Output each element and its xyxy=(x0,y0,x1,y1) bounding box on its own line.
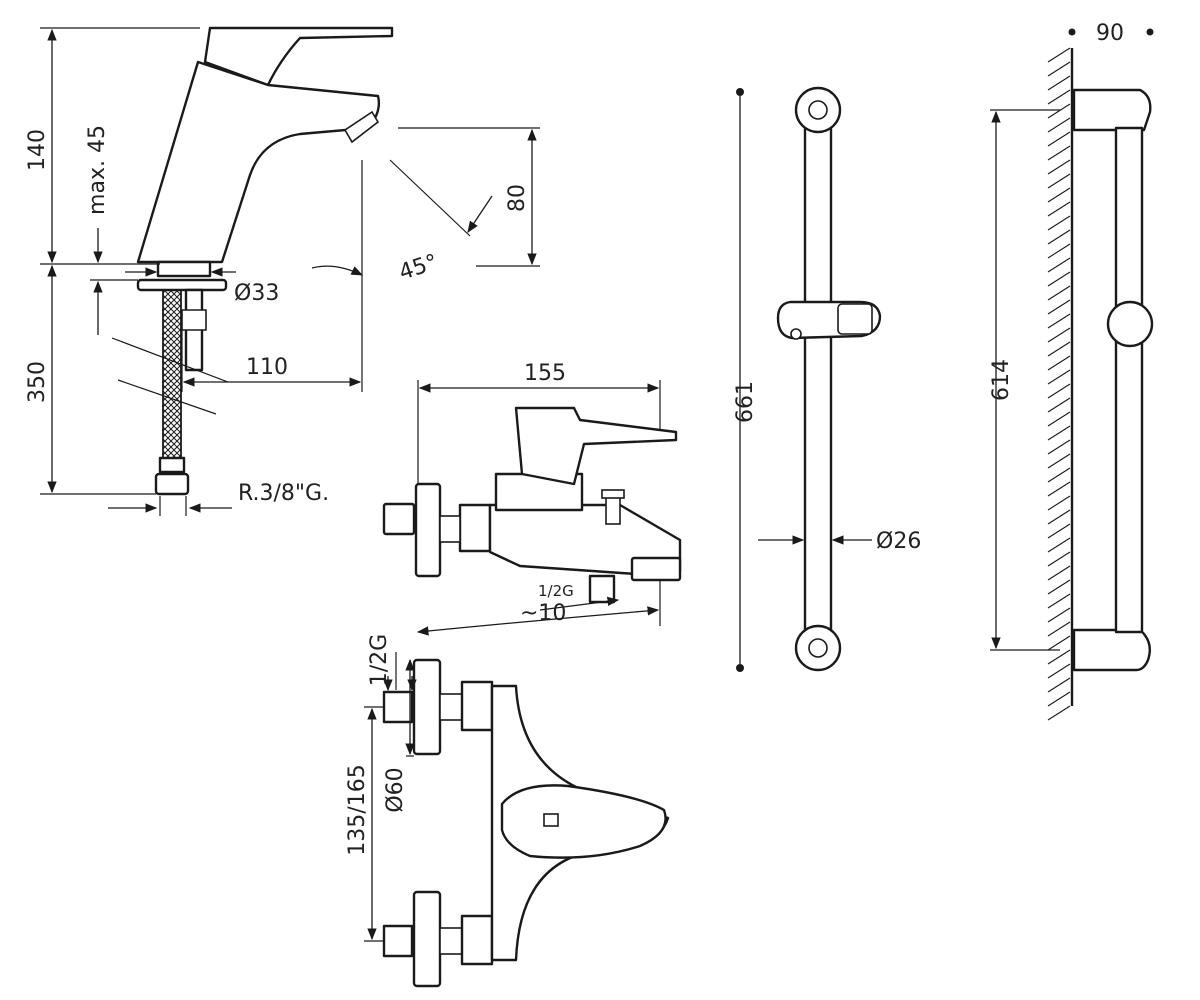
bath-front-bottom-inlet-cap xyxy=(382,924,414,958)
dim-661-dot-top xyxy=(736,88,744,96)
bath-front-top-flange xyxy=(412,658,442,756)
bath-side-wall-flange xyxy=(414,482,442,578)
basin-mixer-body xyxy=(136,60,381,264)
basin-mixer-hose-nut xyxy=(154,472,190,496)
bath-side-inlet-cap xyxy=(382,502,416,536)
basin-mixer-aerator xyxy=(343,110,380,144)
bath-front-brand-badge xyxy=(543,813,559,827)
bath-side-lever xyxy=(514,406,678,486)
basin-mixer-flexible-hose xyxy=(162,289,182,459)
basin-max-lever-label: max. 45 xyxy=(85,125,110,215)
bath-side-spout xyxy=(630,556,682,582)
basin-mixer-rod-nut xyxy=(181,309,207,331)
bath-front-bottom-union-nut xyxy=(460,914,494,966)
rail-side-top-bracket xyxy=(1072,88,1152,132)
bath-mixer-front-view: 1/2G Ø60 135/165 xyxy=(345,634,670,988)
countertop-break-line-top xyxy=(111,337,229,383)
rail-wall-projection-label: 90 xyxy=(1096,21,1124,46)
bath-side-union-nut xyxy=(458,503,492,553)
rail-tube xyxy=(803,116,833,640)
rail-side-bottom-bracket xyxy=(1072,628,1151,672)
basin-height-hoses-label: 350 xyxy=(25,361,50,403)
rail-length-label: 661 xyxy=(733,381,758,423)
basin-height-spout-label: 140 xyxy=(25,129,50,171)
rail-slider-holder xyxy=(837,303,873,335)
basin-mixer-view: 140 350 max. 45 Ø33 110 R.3/8"G. 45° xyxy=(25,26,540,516)
countertop-break-line-bottom xyxy=(117,379,217,415)
bath-depth-label: 155 xyxy=(524,361,566,386)
basin-lever-travel-label: 80 xyxy=(505,184,530,212)
basin-mixer-hose-nut-top xyxy=(158,456,186,474)
lever-angle-arc xyxy=(311,265,364,276)
bath-front-bottom-flange xyxy=(412,890,442,988)
basin-lever-angle-label: 45° xyxy=(396,250,441,286)
basin-base-diameter-label: Ø33 xyxy=(234,281,279,306)
bath-side-shower-outlet xyxy=(588,574,616,604)
bath-clearance-label: ~10 xyxy=(520,601,566,626)
rail-side-tube xyxy=(1114,126,1144,634)
dim-line-clearance xyxy=(416,606,660,636)
basin-mixer-base xyxy=(156,260,212,278)
basin-connection-label: R.3/8"G. xyxy=(238,481,329,506)
basin-mixer-washer xyxy=(136,278,228,292)
bath-front-flange-label: Ø60 xyxy=(383,767,408,812)
rail-fixing-distance-label: 614 xyxy=(989,359,1014,401)
bath-front-top-inlet-cap xyxy=(382,690,414,724)
bath-front-inlet-label: 1/2G xyxy=(367,634,392,686)
bath-mixer-side-view: 155 1/2G ~10 xyxy=(382,361,682,636)
dim-661-dot-bottom xyxy=(736,664,744,672)
lever-travel-line xyxy=(389,159,471,237)
wall-hatching xyxy=(1047,47,1071,721)
bath-front-top-union-nut xyxy=(460,680,494,732)
bath-front-lever xyxy=(500,784,667,859)
basin-reach-label: 110 xyxy=(246,355,288,380)
rail-side-slider xyxy=(1106,300,1154,348)
bath-outlet-label: 1/2G xyxy=(538,582,574,600)
shower-rail-side-view: 90 614 xyxy=(989,21,1154,721)
shower-rail-front-view: 661 Ø26 xyxy=(733,86,921,672)
rail-diameter-label: Ø26 xyxy=(876,529,921,554)
bath-front-centers-label: 135/165 xyxy=(345,764,370,855)
